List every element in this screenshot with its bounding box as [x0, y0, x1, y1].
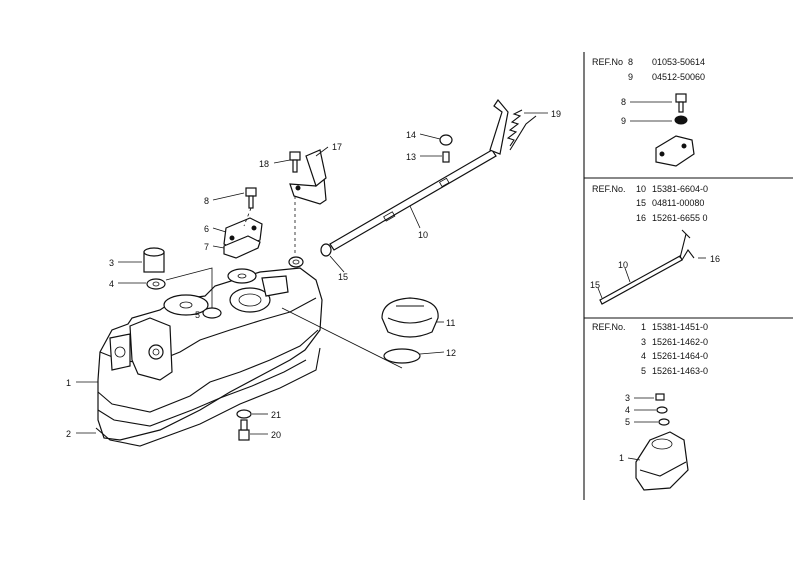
ref-number: 4 — [641, 351, 646, 361]
o-ring — [383, 348, 421, 364]
callout-8: 8 — [204, 196, 209, 206]
callout-2: 2 — [66, 429, 71, 439]
callout-8: 8 — [621, 97, 626, 107]
callout-labels: 1 2 3 4 5 6 7 8 10 11 12 13 14 15 17 18 … — [66, 109, 561, 440]
ref-panel-bolt: REF.No 8 01053-50614 9 04512-50060 8 9 — [592, 57, 705, 167]
bracket-bolt — [289, 151, 301, 173]
ref-label: REF.No. — [592, 184, 626, 194]
oil-filler-cap — [381, 297, 439, 338]
control-rod — [329, 98, 537, 251]
callout-11: 11 — [446, 318, 455, 328]
callout-4: 4 — [109, 279, 114, 289]
spring — [506, 109, 523, 147]
callout-15: 15 — [590, 280, 600, 290]
callout-12: 12 — [446, 348, 456, 358]
callout-14: 14 — [406, 130, 416, 140]
ref-part-number: 15261-1462-0 — [652, 337, 708, 347]
ref-part-number: 15381-1451-0 — [652, 322, 708, 332]
callout-21: 21 — [271, 410, 281, 420]
callout-5: 5 — [195, 310, 200, 320]
main-exploded-view: 1 2 3 4 5 6 7 8 10 11 12 13 14 15 17 18 … — [66, 98, 561, 447]
callout-20: 20 — [271, 430, 281, 440]
callout-7: 7 — [204, 242, 209, 252]
callout-17: 17 — [332, 142, 342, 152]
callout-13: 13 — [406, 152, 416, 162]
ref-part-number: 15261-1464-0 — [652, 351, 708, 361]
ref-number: 15 — [636, 198, 646, 208]
clip — [320, 243, 332, 257]
bolt — [245, 187, 257, 209]
leader-lines — [76, 112, 548, 435]
cover-plate — [223, 217, 263, 259]
gasket — [95, 347, 321, 447]
drain-washer — [236, 409, 252, 419]
callout-4: 4 — [625, 405, 630, 415]
callout-3: 3 — [625, 393, 630, 403]
drain-bolt — [238, 419, 250, 441]
callout-10: 10 — [418, 230, 428, 240]
callout-19: 19 — [551, 109, 561, 119]
ref-number: 16 — [636, 213, 646, 223]
callout-10: 10 — [618, 260, 628, 270]
callout-1: 1 — [66, 378, 71, 388]
ref-number: 10 — [636, 184, 646, 194]
callout-18: 18 — [259, 159, 269, 169]
grommet — [439, 134, 453, 146]
ref-number: 9 — [628, 72, 633, 82]
ref-label: REF.No. — [592, 322, 626, 332]
ref-part-number: 15261-6655 0 — [652, 213, 708, 223]
ref-part-number: 15381-6604-0 — [652, 184, 708, 194]
callout-16: 16 — [710, 254, 720, 264]
ref-label: REF.No — [592, 57, 623, 67]
bracket — [289, 149, 327, 205]
ref-part-number: 04512-50060 — [652, 72, 705, 82]
ref-number: 1 — [641, 322, 646, 332]
callout-3: 3 — [109, 258, 114, 268]
ref-panel-cover: REF.No. 1 15381-1451-0 3 15261-1462-0 4 … — [592, 322, 708, 491]
callout-6: 6 — [204, 224, 209, 234]
ref-number: 8 — [628, 57, 633, 67]
screw — [442, 151, 450, 163]
ref-number: 5 — [641, 366, 646, 376]
ref-panel-rod: REF.No. 10 15381-6604-0 15 04811-00080 1… — [590, 184, 720, 305]
washer — [146, 278, 166, 290]
ref-part-number: 15261-1463-0 — [652, 366, 708, 376]
ref-part-number: 01053-50614 — [652, 57, 705, 67]
ref-number: 3 — [641, 337, 646, 347]
head-cover — [97, 256, 323, 441]
cap-nut — [143, 247, 165, 273]
callout-1: 1 — [619, 453, 624, 463]
callout-5: 5 — [625, 417, 630, 427]
reference-panels: REF.No 8 01053-50614 9 04512-50060 8 9 R… — [583, 52, 793, 500]
callout-9: 9 — [621, 116, 626, 126]
callout-15: 15 — [338, 272, 348, 282]
ref-part-number: 04811-00080 — [652, 198, 704, 208]
